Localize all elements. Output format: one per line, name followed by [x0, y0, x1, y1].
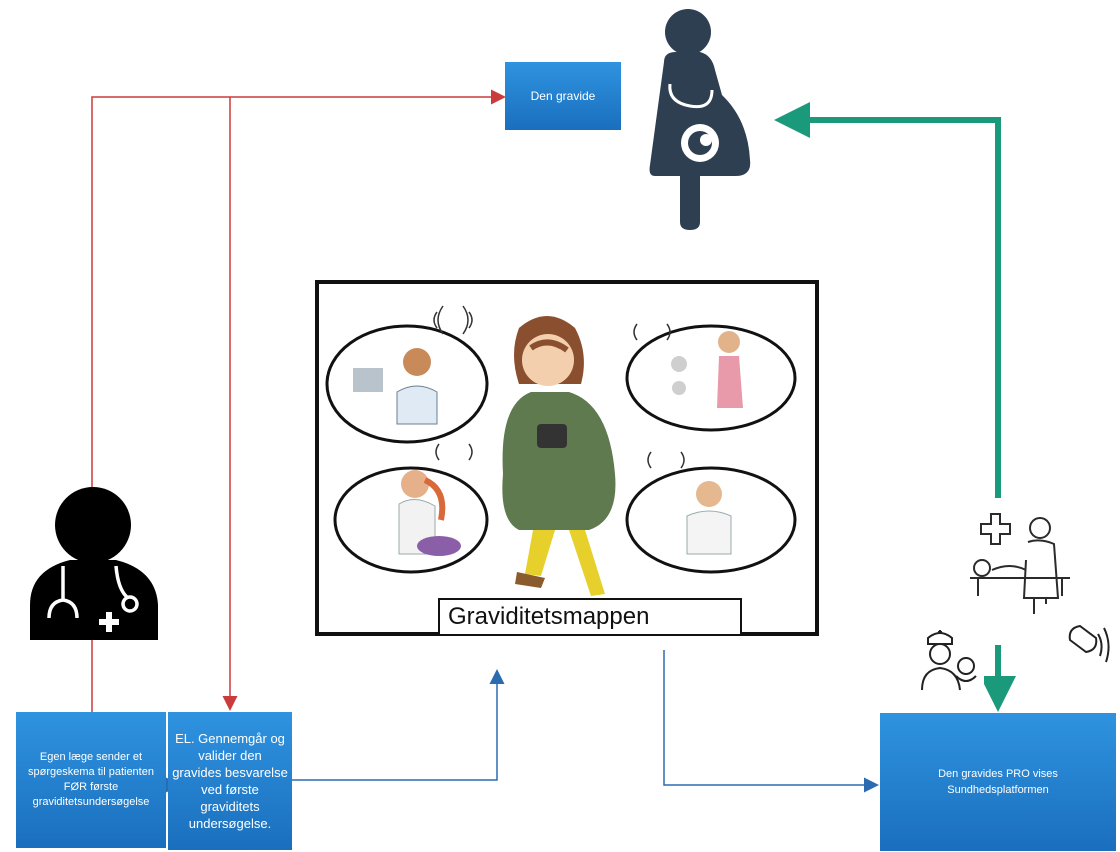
el-gennemgaar-box: EL. Gennemgår og valider den gravides be…: [168, 712, 292, 850]
doctor-bubble: [325, 324, 489, 444]
illustration-scene: [325, 305, 797, 596]
family-bubble: [625, 324, 797, 432]
graviditetsmappen-illustration: [315, 280, 819, 636]
pro-vises-box: Den gravides PRO vises Sundhedsplatforme…: [880, 713, 1116, 851]
egen-laege-label: Egen læge sender et spørgeskema til pati…: [28, 751, 154, 808]
gravide-label: Den gravide: [530, 89, 596, 103]
midwife-bubble: [333, 466, 489, 574]
graviditetsmappen-title: Graviditetsmappen: [438, 598, 742, 636]
pro-vises-label: Den gravides PRO vises Sundhedsplatforme…: [938, 768, 1058, 796]
gravide-box: Den gravide: [505, 62, 621, 130]
egen-laege-box: Egen læge sender et spørgeskema til pati…: [16, 712, 166, 848]
green-arrow-to-gravide: [774, 102, 1001, 498]
blue-arrow-mappen-to-pro: [663, 650, 879, 793]
clinician-bubble: [625, 466, 797, 574]
el-gennemgaar-label: EL. Gennemgår og valider den gravides be…: [172, 731, 288, 831]
blue-arrow-el-to-mappen: [292, 669, 505, 781]
